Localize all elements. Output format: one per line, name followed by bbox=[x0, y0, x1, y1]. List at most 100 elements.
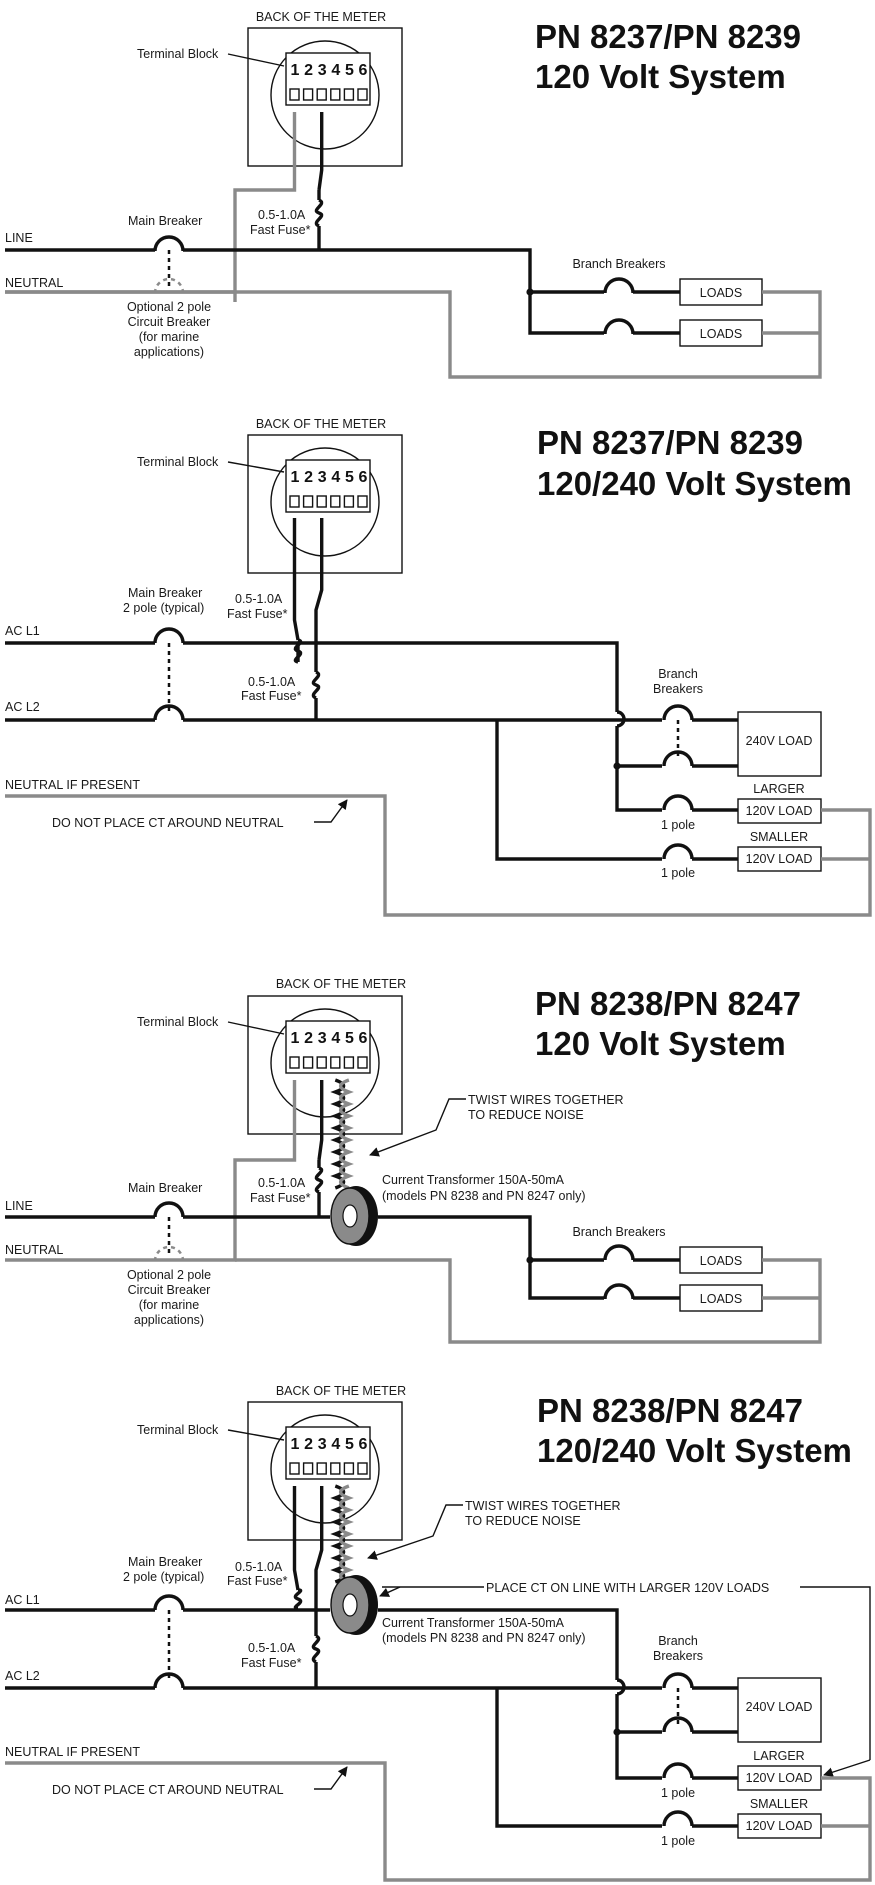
load-240-label: 240V LOAD bbox=[746, 734, 813, 748]
ct-ring-hole bbox=[342, 1204, 358, 1228]
twist-arrow bbox=[369, 1098, 466, 1157]
terminal-screw-5 bbox=[343, 1056, 355, 1069]
main-breaker-arc bbox=[153, 235, 185, 252]
terminal-block-leader bbox=[227, 53, 285, 67]
terminal-screw-3 bbox=[316, 88, 327, 101]
terminal-screw-2 bbox=[302, 88, 314, 101]
main-breaker-arc bbox=[153, 1201, 185, 1218]
line-label: LINE bbox=[5, 1199, 33, 1213]
panel-title: PN 8237/PN 8239 bbox=[537, 424, 803, 461]
panel-subtitle: 120 Volt System bbox=[535, 58, 786, 95]
one-pole-label-2: 1 pole bbox=[661, 1834, 695, 1848]
one-pole-label-1: 1 pole bbox=[661, 1786, 695, 1800]
terminal-screw-3 bbox=[316, 495, 327, 508]
terminal-number-6: 6 bbox=[359, 1436, 368, 1453]
load-label-1: LOADS bbox=[700, 286, 742, 300]
ct-lead-gray bbox=[338, 1484, 354, 1584]
l1-wire-c bbox=[378, 1608, 619, 1680]
ct-label: Current Transformer 150A-50mA bbox=[382, 1173, 565, 1187]
fuse-1-symbol bbox=[293, 1588, 303, 1610]
ct-label: Current Transformer 150A-50mA bbox=[382, 1616, 565, 1630]
terminal-screw-1 bbox=[289, 1056, 300, 1069]
smaller-load-box bbox=[737, 1813, 822, 1839]
meter-label: BACK OF THE METER bbox=[276, 977, 406, 991]
branch-breaker-240-top bbox=[662, 704, 694, 721]
terminal-number-2: 2 bbox=[304, 469, 313, 486]
terminal-block bbox=[285, 1020, 371, 1074]
meter-circle bbox=[270, 1414, 380, 1524]
twist-label: TWIST WIRES TOGETHER bbox=[468, 1093, 624, 1107]
optional-breaker-text: applications) bbox=[134, 345, 204, 359]
ct-model-label: (models PN 8238 and PN 8247 only) bbox=[382, 1189, 586, 1203]
panel-subtitle: 120 Volt System bbox=[535, 1025, 786, 1062]
optional-breaker-text: Optional 2 pole bbox=[127, 300, 211, 314]
main-breaker-l2 bbox=[153, 1672, 185, 1689]
l1-continue bbox=[615, 1694, 662, 1734]
ct-placement-label: PLACE CT ON LINE WITH LARGER 120V LOADS bbox=[486, 1581, 769, 1595]
ct-model-label: (models PN 8238 and PN 8247 only) bbox=[382, 1631, 586, 1645]
ct-placement-leader bbox=[800, 1586, 871, 1760]
main-breaker-l1 bbox=[153, 1594, 185, 1611]
ct-warning-arrow bbox=[314, 799, 348, 823]
terminal-block-label: Terminal Block bbox=[137, 1015, 219, 1029]
fuse-2-type: Fast Fuse* bbox=[241, 689, 302, 703]
ct-placement-arrow bbox=[823, 1759, 871, 1777]
terminal-number-5: 5 bbox=[345, 469, 354, 486]
meter-label: BACK OF THE METER bbox=[276, 1384, 406, 1398]
line-meter-wire bbox=[317, 1080, 324, 1161]
branch-breaker-larger bbox=[662, 794, 694, 811]
branch-breaker-240-bottom bbox=[662, 1716, 694, 1733]
main-breaker-label: Main Breaker bbox=[128, 1181, 202, 1195]
neutral-return bbox=[235, 290, 822, 379]
terminal-block bbox=[285, 459, 371, 513]
fuse-type-label: Fast Fuse* bbox=[250, 223, 311, 237]
terminal-number-4: 4 bbox=[331, 469, 340, 486]
load-240-box bbox=[737, 1677, 822, 1743]
fuse-2-symbol bbox=[311, 670, 321, 700]
terminal-number-2: 2 bbox=[304, 62, 313, 79]
fuse-2-type: Fast Fuse* bbox=[241, 1656, 302, 1670]
neutral-wire bbox=[5, 794, 872, 917]
ct-warning-label: DO NOT PLACE CT AROUND NEUTRAL bbox=[52, 1783, 284, 1797]
neutral-if-present-label: NEUTRAL IF PRESENT bbox=[5, 778, 140, 792]
ct-lead-black bbox=[330, 1078, 346, 1190]
load-label-2: LOADS bbox=[700, 1292, 742, 1306]
twist-arrow bbox=[367, 1504, 463, 1560]
meter-label: BACK OF THE METER bbox=[256, 417, 386, 431]
smaller-caption: SMALLER bbox=[750, 830, 808, 844]
neutral-label: NEUTRAL bbox=[5, 276, 63, 290]
terminal-number-1: 1 bbox=[291, 1436, 300, 1453]
branch-breaker-2 bbox=[603, 318, 635, 335]
fuse-1-label: 0.5-1.0A bbox=[235, 592, 283, 606]
terminal-number-5: 5 bbox=[345, 1030, 354, 1047]
larger-caption: LARGER bbox=[753, 782, 804, 796]
twist-label-2: TO REDUCE NOISE bbox=[465, 1514, 581, 1528]
terminal-number-3: 3 bbox=[318, 469, 327, 486]
ac-l2-label: AC L2 bbox=[5, 1669, 40, 1683]
branch-label: Branch bbox=[658, 667, 698, 681]
terminal-number-2: 2 bbox=[304, 1436, 313, 1453]
l1-to-larger bbox=[615, 1732, 662, 1780]
fuse-1-label: 0.5-1.0A bbox=[235, 1560, 283, 1574]
ct-lead-gray bbox=[338, 1078, 354, 1190]
fuse-2-symbol bbox=[311, 1634, 321, 1664]
line-wire-c bbox=[378, 1215, 604, 1300]
meter-circle bbox=[270, 1008, 380, 1118]
terminal-screw-3 bbox=[316, 1462, 327, 1475]
panel-subtitle: 120/240 Volt System bbox=[537, 1432, 852, 1469]
optional-breaker-text: Circuit Breaker bbox=[128, 1283, 211, 1297]
neutral-meter-wire bbox=[5, 1080, 297, 1262]
terminal-screw-6 bbox=[357, 495, 368, 508]
ac-l1-label: AC L1 bbox=[5, 1593, 40, 1607]
l1-meter-wire bbox=[292, 518, 300, 641]
neutral-wire bbox=[5, 1761, 872, 1882]
branch-breaker-smaller bbox=[662, 1810, 694, 1827]
neutral-return bbox=[235, 1258, 822, 1344]
terminal-number-6: 6 bbox=[359, 62, 368, 79]
terminal-block-label: Terminal Block bbox=[137, 455, 219, 469]
terminal-number-1: 1 bbox=[291, 62, 300, 79]
breakers-label: Breakers bbox=[653, 682, 703, 696]
